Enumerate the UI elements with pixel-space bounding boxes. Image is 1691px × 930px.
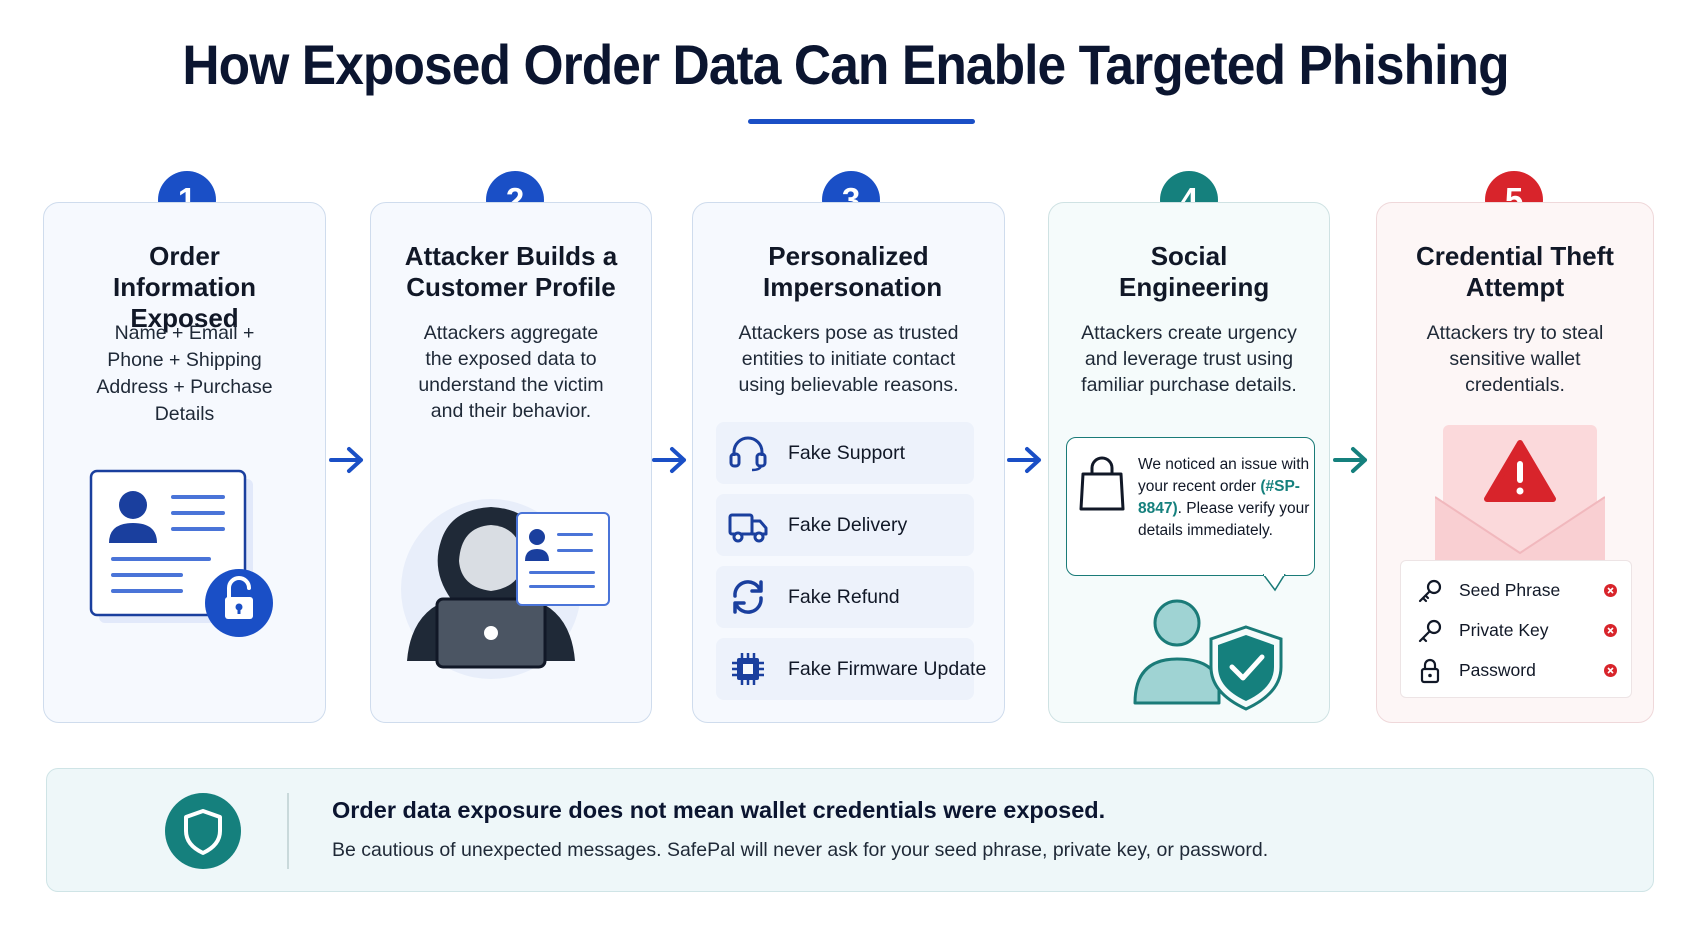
footer-notice: Order data exposure does not mean wallet… bbox=[46, 768, 1654, 892]
step-4-card: Social Engineering Attackers create urge… bbox=[1048, 202, 1330, 723]
truck-icon bbox=[728, 513, 768, 543]
step-3-card: Personalized Impersonation Attackers pos… bbox=[692, 202, 1005, 723]
bubble-tail bbox=[1263, 574, 1286, 592]
refund-icon bbox=[733, 580, 763, 614]
close-icon bbox=[1604, 664, 1617, 677]
step-4-title: Social Engineering bbox=[1119, 241, 1270, 302]
credential-password: Password bbox=[1401, 650, 1631, 690]
envelope-warning-icon bbox=[1435, 425, 1605, 561]
step-1-card: Order Information Exposed Name + Email +… bbox=[43, 202, 326, 723]
step-4-description: Attackers create urgency and leverage tr… bbox=[1081, 322, 1297, 396]
fake-refund-label: Fake Refund bbox=[788, 586, 900, 608]
shield-icon bbox=[165, 793, 241, 869]
fake-firmware-update-item: Fake Firmware Update bbox=[716, 638, 986, 700]
close-icon bbox=[1604, 624, 1617, 637]
credential-label: Seed Phrase bbox=[1459, 580, 1561, 600]
hooded-hacker-icon bbox=[401, 499, 610, 679]
credentials-list: Seed Phrase Private Key Passwor bbox=[1400, 560, 1632, 698]
fake-delivery-label: Fake Delivery bbox=[788, 514, 908, 536]
credential-private-key: Private Key bbox=[1401, 610, 1631, 650]
fake-delivery-item: Fake Delivery bbox=[716, 494, 974, 556]
step-5-description: Attackers try to steal sensitive wallet … bbox=[1426, 322, 1604, 396]
phishing-message-text: We noticed an issue with your recent ord… bbox=[1138, 454, 1310, 542]
lock-icon bbox=[1420, 658, 1440, 684]
step-3-description: Attackers pose as trusted entities to in… bbox=[738, 322, 959, 396]
order-id: (#SP-8847) bbox=[1138, 478, 1300, 517]
message-text-end: . Please verify your details immediately… bbox=[1138, 500, 1310, 539]
key-icon bbox=[1418, 619, 1442, 643]
step-2-description: Attackers aggregate the exposed data to … bbox=[418, 322, 604, 422]
profile-card-unlocked-icon bbox=[89, 469, 273, 637]
credential-seed-phrase: Seed Phrase bbox=[1401, 570, 1631, 610]
footer-divider bbox=[287, 793, 289, 869]
step-1-title: Order Information Exposed bbox=[113, 241, 256, 333]
shopping-bag-icon bbox=[1079, 456, 1125, 511]
key-icon bbox=[1418, 579, 1442, 603]
arrow-right-icon bbox=[1007, 447, 1041, 473]
fake-refund-item: Fake Refund bbox=[716, 566, 974, 628]
fake-support-label: Fake Support bbox=[788, 442, 906, 464]
credential-label: Password bbox=[1459, 660, 1536, 680]
step-5-title: Credential Theft Attempt bbox=[1416, 241, 1614, 302]
credential-label: Private Key bbox=[1459, 620, 1549, 640]
arrow-right-icon bbox=[652, 447, 686, 473]
title-underline bbox=[748, 119, 975, 124]
fake-support-item: Fake Support bbox=[716, 422, 974, 484]
step-2-card: Attacker Builds a Customer Profile Attac… bbox=[370, 202, 652, 723]
step-5-card: Credential Theft Attempt Attackers try t… bbox=[1376, 202, 1654, 723]
headset-icon bbox=[729, 436, 767, 472]
message-text-start: We noticed an issue with your recent ord… bbox=[1138, 456, 1310, 495]
chip-icon bbox=[732, 653, 764, 685]
fake-firmware-update-label: Fake Firmware Update bbox=[788, 658, 987, 680]
arrow-right-icon bbox=[1333, 447, 1367, 473]
phishing-message-bubble: We noticed an issue with your recent ord… bbox=[1066, 437, 1315, 592]
step-2-title: Attacker Builds a Customer Profile bbox=[404, 241, 618, 302]
footer-subtitle: Be cautious of unexpected messages. Safe… bbox=[332, 839, 1269, 861]
footer-title: Order data exposure does not mean wallet… bbox=[332, 797, 1106, 823]
arrow-right-icon bbox=[329, 447, 363, 473]
user-shield-icon bbox=[1133, 599, 1283, 711]
step-3-title: Personalized Impersonation bbox=[763, 241, 943, 302]
close-icon bbox=[1604, 584, 1617, 597]
page-title: How Exposed Order Data Can Enable Target… bbox=[182, 33, 1509, 96]
step-1-description: Name + Email + Phone + Shipping Address … bbox=[96, 322, 273, 425]
